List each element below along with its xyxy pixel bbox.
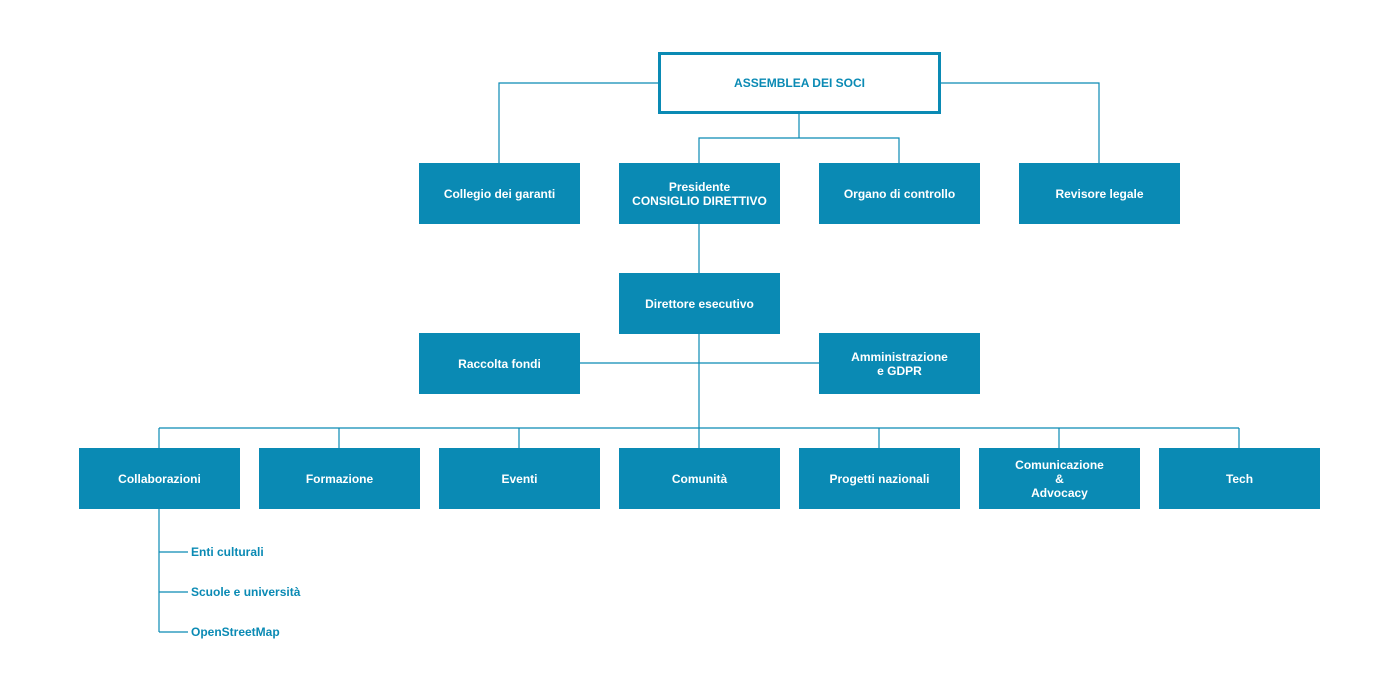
node-presidente-consiglio-direttivo: Presidente CONSIGLIO DIRETTIVO bbox=[619, 163, 780, 224]
node-label: ASSEMBLEA DEI SOCI bbox=[734, 76, 865, 90]
node-label: Comunità bbox=[671, 471, 728, 486]
node-direttore-esecutivo: Direttore esecutivo bbox=[619, 273, 780, 334]
node-collaborazioni: Collaborazioni bbox=[79, 448, 240, 509]
node-formazione: Formazione bbox=[259, 448, 420, 509]
node-tech: Tech bbox=[1159, 448, 1320, 509]
node-label: Tech bbox=[1225, 471, 1254, 486]
connector-root-collegio bbox=[498, 82, 659, 163]
node-label: Formazione bbox=[305, 471, 374, 486]
node-label: Comunicazione & Advocacy bbox=[1015, 457, 1104, 500]
sub-item-openstreetmap: OpenStreetMap bbox=[191, 625, 280, 639]
node-label: Collegio dei garanti bbox=[443, 186, 556, 201]
node-eventi: Eventi bbox=[439, 448, 600, 509]
node-raccolta-fondi: Raccolta fondi bbox=[419, 333, 580, 394]
node-progetti-nazionali: Progetti nazionali bbox=[799, 448, 960, 509]
node-label: Amministrazione e GDPR bbox=[851, 349, 948, 378]
node-label: Raccolta fondi bbox=[458, 356, 541, 371]
node-label: Collaborazioni bbox=[118, 471, 201, 486]
connector-presidente-organo bbox=[698, 137, 900, 163]
node-assemblea-dei-soci: ASSEMBLEA DEI SOCI bbox=[658, 52, 941, 114]
node-revisore-legale: Revisore legale bbox=[1019, 163, 1180, 224]
node-label: Revisore legale bbox=[1055, 186, 1144, 201]
node-collegio-dei-garanti: Collegio dei garanti bbox=[419, 163, 580, 224]
node-label: Direttore esecutivo bbox=[645, 296, 754, 311]
sub-item-enti-culturali: Enti culturali bbox=[191, 545, 264, 559]
sub-item-scuole-universita: Scuole e università bbox=[191, 585, 301, 599]
node-amministrazione-gdpr: Amministrazione e GDPR bbox=[819, 333, 980, 394]
node-label: Eventi bbox=[501, 471, 538, 486]
node-label: Organo di controllo bbox=[843, 186, 956, 201]
node-organo-di-controllo: Organo di controllo bbox=[819, 163, 980, 224]
connector-root-revisore bbox=[940, 82, 1100, 163]
node-comunicazione-advocacy: Comunicazione & Advocacy bbox=[979, 448, 1140, 509]
node-label: Presidente CONSIGLIO DIRETTIVO bbox=[632, 179, 767, 208]
node-label: Progetti nazionali bbox=[829, 471, 930, 486]
node-comunita: Comunità bbox=[619, 448, 780, 509]
